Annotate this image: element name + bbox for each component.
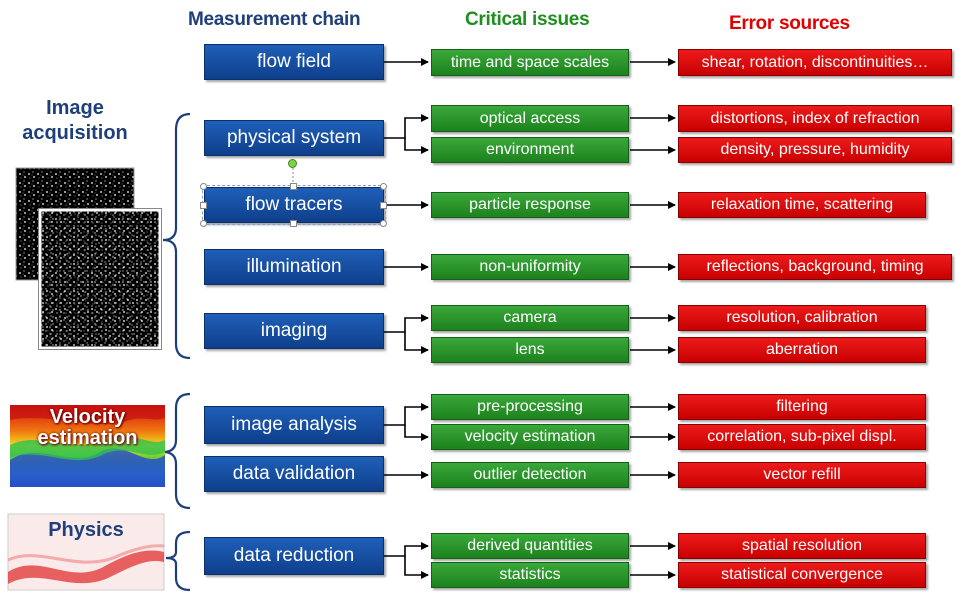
error-aberration[interactable]: aberration — [678, 337, 926, 363]
issue-particle-response[interactable]: particle response — [431, 192, 629, 218]
brace-velocity-estimation — [162, 392, 191, 510]
brace-image-acquisition — [162, 112, 191, 360]
issue-time-space-scales[interactable]: time and space scales — [431, 49, 629, 76]
brace-physics — [165, 530, 191, 592]
error-resolution[interactable]: resolution, calibration — [678, 305, 926, 331]
resize-handle-ne[interactable] — [380, 183, 387, 190]
issue-derived-quantities[interactable]: derived quantities — [431, 533, 629, 559]
error-statistical-convergence[interactable]: statistical convergence — [678, 562, 926, 588]
issue-camera[interactable]: camera — [431, 305, 629, 331]
issue-pre-processing[interactable]: pre-processing — [431, 394, 629, 420]
error-relaxation[interactable]: relaxation time, scattering — [678, 192, 926, 218]
chain-data-reduction[interactable]: data reduction — [204, 537, 384, 575]
rotate-handle[interactable] — [288, 159, 297, 168]
error-distortions[interactable]: distortions, index of refraction — [678, 105, 952, 132]
velocity-field-image — [10, 405, 165, 487]
chain-data-validation[interactable]: data validation — [204, 456, 384, 492]
brace-group — [162, 112, 191, 592]
chain-physical-system[interactable]: physical system — [204, 120, 384, 156]
resize-handle-sw[interactable] — [200, 220, 207, 227]
label-physics: Physics — [48, 519, 124, 541]
error-vector-refill[interactable]: vector refill — [678, 462, 926, 488]
label-image-acquisition: Image acquisition — [22, 97, 128, 144]
resize-handle-n[interactable] — [290, 183, 297, 190]
resize-handle-w[interactable] — [200, 202, 207, 209]
header-measurement-chain: Measurement chain — [188, 9, 361, 30]
error-correlation[interactable]: correlation, sub-pixel displ. — [678, 424, 926, 450]
label-velocity-estimation: Velocity estimation — [37, 406, 138, 449]
error-spatial-resolution[interactable]: spatial resolution — [678, 533, 926, 559]
resize-handle-e[interactable] — [380, 202, 387, 209]
error-filtering[interactable]: filtering — [678, 394, 926, 420]
error-reflections[interactable]: reflections, background, timing — [678, 254, 952, 280]
resize-handle-s[interactable] — [290, 220, 297, 227]
chain-image-analysis[interactable]: image analysis — [204, 406, 384, 444]
resize-handle-se[interactable] — [380, 220, 387, 227]
issue-non-uniformity[interactable]: non-uniformity — [431, 254, 629, 280]
physics-image — [7, 513, 165, 591]
issue-optical-access[interactable]: optical access — [431, 105, 629, 132]
error-shear-rotation[interactable]: shear, rotation, discontinuities… — [678, 49, 952, 76]
resize-handle-nw[interactable] — [200, 183, 207, 190]
chain-imaging[interactable]: imaging — [204, 313, 384, 349]
issue-statistics[interactable]: statistics — [431, 562, 629, 588]
issue-lens[interactable]: lens — [431, 337, 629, 363]
chain-flow-field[interactable]: flow field — [204, 44, 384, 80]
header-error-sources: Error sources — [729, 13, 850, 34]
issue-environment[interactable]: environment — [431, 137, 629, 163]
header-critical-issues: Critical issues — [465, 9, 590, 30]
issue-velocity-estimation[interactable]: velocity estimation — [431, 424, 629, 450]
issue-outlier-detection[interactable]: outlier detection — [431, 462, 629, 488]
chain-illumination[interactable]: illumination — [204, 249, 384, 285]
chain-flow-tracers[interactable]: flow tracers — [202, 185, 386, 225]
error-density[interactable]: density, pressure, humidity — [678, 137, 952, 163]
